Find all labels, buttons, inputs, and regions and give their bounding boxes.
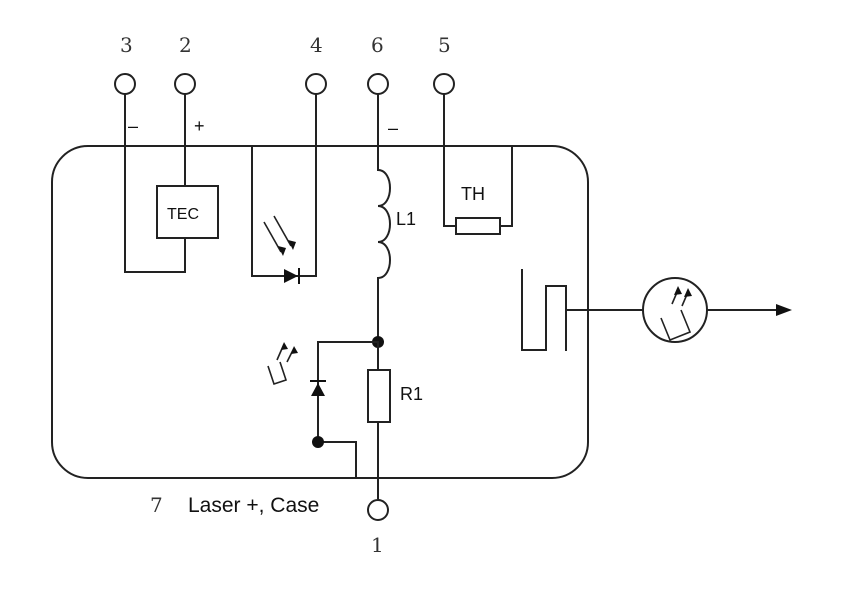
- tec-box: [156, 185, 219, 239]
- tec-minus-sign: –: [128, 116, 138, 136]
- laser-minus-sign: –: [388, 118, 398, 138]
- fiber-grating-icon: [521, 269, 567, 351]
- case-label: Laser +, Case: [188, 494, 319, 517]
- monitor-photodiode-icon: [263, 215, 300, 284]
- inductor-l1-icon: [376, 168, 391, 280]
- resistor-label: R1: [400, 384, 423, 404]
- pin-number-6: 6: [371, 33, 384, 57]
- package-outline: [51, 145, 589, 479]
- tec-label: TEC: [167, 206, 199, 223]
- pin-6-terminal: [367, 73, 389, 95]
- pin-2-terminal: [174, 73, 196, 95]
- pin-number-2: 2: [179, 33, 192, 57]
- tec-wire-pin3: [124, 93, 186, 273]
- resistor-r1-icon: [367, 369, 391, 423]
- pin-5-terminal: [433, 73, 455, 95]
- pin-4-terminal: [305, 73, 327, 95]
- pin-1-terminal: [367, 499, 389, 521]
- thermistor-icon: [455, 217, 501, 235]
- pin-number-1: 1: [371, 533, 384, 557]
- inductor-label: L1: [396, 209, 416, 229]
- laser-diode-icon: [267, 342, 326, 396]
- pin-number-3: 3: [120, 33, 133, 57]
- thermistor-loop: [443, 93, 513, 227]
- pin-3-terminal: [114, 73, 136, 95]
- pin-number-4: 4: [310, 33, 323, 57]
- pin-number-7: 7: [150, 493, 163, 517]
- output-optical-detector-icon: [642, 277, 708, 343]
- junction-dot-bottom: [312, 436, 324, 448]
- pin-number-5: 5: [438, 33, 451, 57]
- tec-plus-sign: +: [194, 116, 205, 136]
- output-arrow-head: [776, 304, 792, 316]
- thermistor-label: TH: [461, 184, 485, 204]
